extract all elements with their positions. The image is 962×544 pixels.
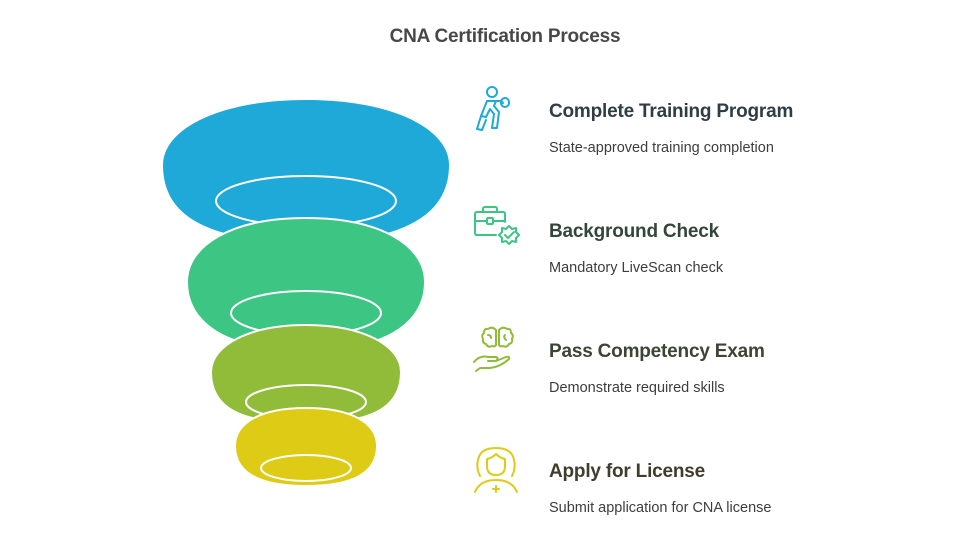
funnel-layer-3-body — [209, 323, 403, 421]
funnel-layer-1-body — [163, 100, 449, 235]
boxing-person-icon — [476, 86, 510, 131]
step-4-description: Submit application for CNA license — [549, 500, 772, 516]
step-1-heading: Complete Training Program — [549, 101, 794, 122]
step-2: Background Check Mandatory LiveScan chec… — [470, 204, 940, 304]
step-1: Complete Training Program State-approved… — [470, 84, 940, 184]
nurse-icon — [474, 447, 518, 493]
step-3: Pass Competency Exam Demonstrate require… — [470, 324, 940, 424]
funnel-layer-1 — [163, 100, 449, 235]
funnel-layer-4-ring — [260, 454, 352, 482]
diagram-title: CNA Certification Process — [389, 26, 621, 47]
step-2-description: Mandatory LiveScan check — [549, 260, 724, 276]
briefcase-check-icon — [474, 206, 520, 245]
step-1-description: State-approved training completion — [549, 140, 774, 156]
funnel-layer-3 — [209, 323, 403, 421]
funnel-layer-4 — [233, 406, 379, 488]
step-4: Apply for License Submit application for… — [470, 444, 940, 544]
step-4-heading: Apply for License — [549, 461, 706, 482]
step-2-heading: Background Check — [549, 221, 719, 242]
funnel-layer-4-body — [233, 406, 379, 488]
step-3-description: Demonstrate required skills — [549, 380, 725, 396]
hand-brain-icon — [473, 326, 514, 372]
step-3-heading: Pass Competency Exam — [549, 341, 765, 362]
